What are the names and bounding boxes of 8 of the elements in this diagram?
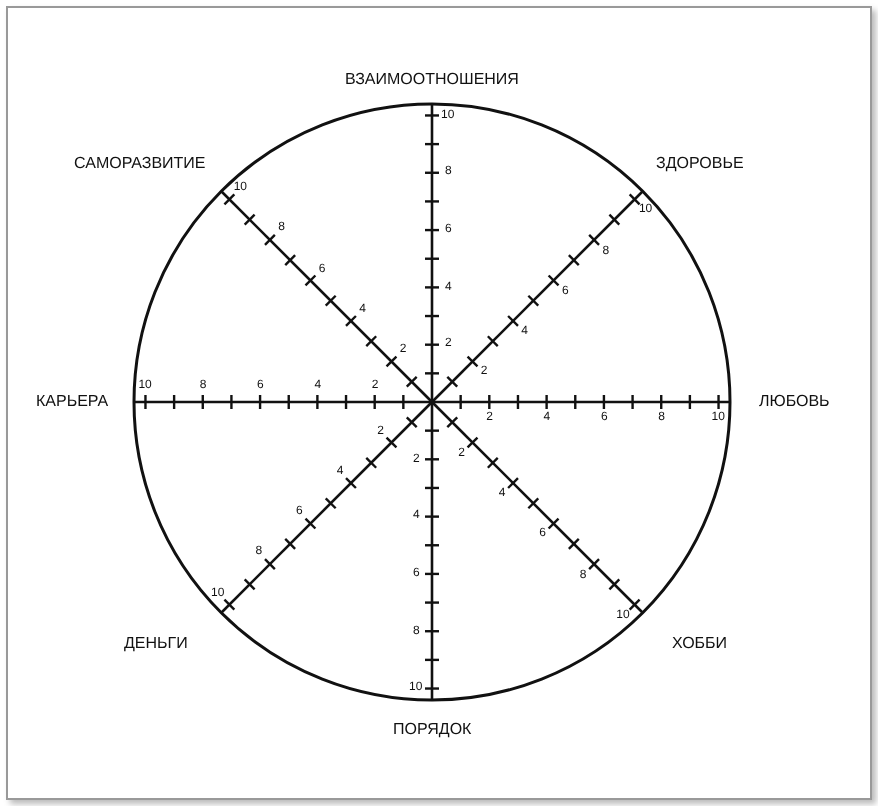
- category-label: САМОРАЗВИТИЕ: [74, 156, 206, 172]
- category-label: ЛЮБОВЬ: [759, 394, 830, 410]
- category-label: КАРЬЕРА: [36, 394, 109, 410]
- category-label: ВЗАИМООТНОШЕНИЯ: [345, 72, 519, 88]
- category-label: ХОББИ: [672, 636, 728, 652]
- category-label: ПОРЯДОК: [393, 722, 472, 738]
- category-label: ДЕНЬГИ: [124, 636, 188, 652]
- category-label: ЗДОРОВЬЕ: [656, 156, 744, 172]
